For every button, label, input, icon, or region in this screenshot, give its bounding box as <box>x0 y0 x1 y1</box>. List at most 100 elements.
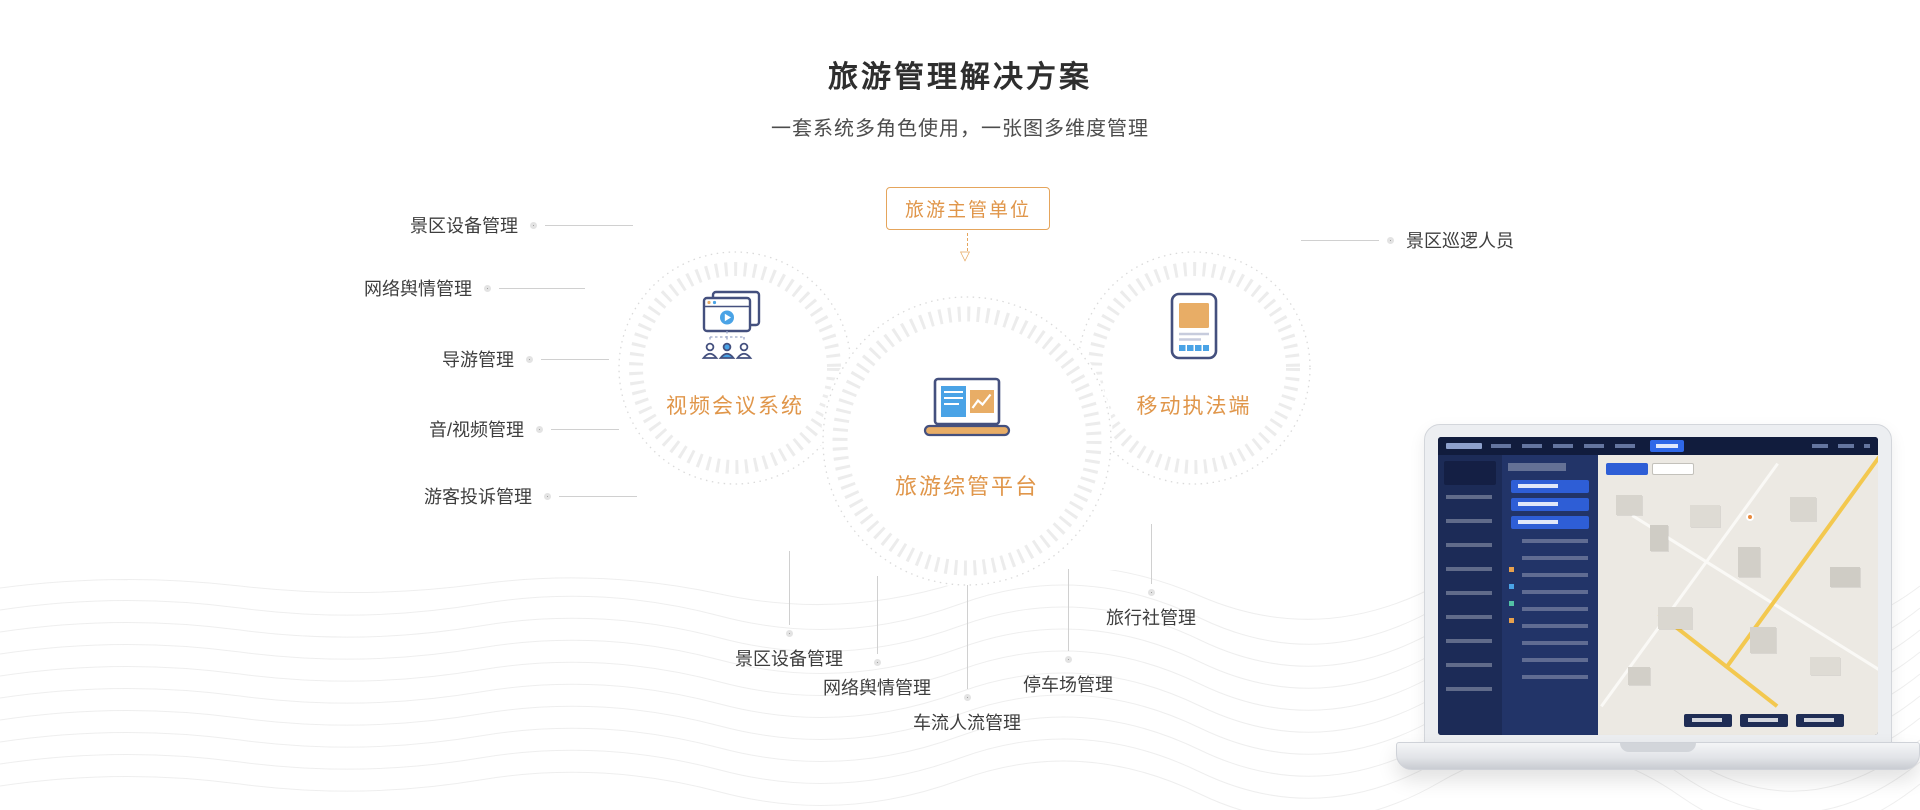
connector-label: 景区设备管理 <box>735 649 843 669</box>
connector-dot-icon <box>963 694 971 701</box>
connector-line <box>1301 239 1379 241</box>
panel-status-dot <box>1509 618 1514 623</box>
dashboard-screenshot <box>1438 437 1878 735</box>
connector-dot-icon <box>530 221 537 229</box>
laptop-mockup <box>1396 424 1920 776</box>
map-building <box>1830 567 1860 587</box>
map-building <box>1750 627 1776 653</box>
laptop-dashboard-icon <box>923 377 1011 437</box>
dashboard-topbar <box>1438 437 1878 455</box>
left-connector-5: 游客投诉管理 <box>424 483 637 509</box>
connector-label: 旅行社管理 <box>1106 608 1196 628</box>
connector-line <box>1067 569 1069 651</box>
connector-label: 景区设备管理 <box>410 216 518 236</box>
panel-chip <box>1511 498 1589 511</box>
video-conference-icon <box>701 290 761 359</box>
connector-dot-icon <box>544 492 551 500</box>
map-building <box>1658 607 1692 629</box>
connector-line <box>545 224 633 226</box>
connector-dot-icon <box>1387 236 1394 244</box>
laptop-screen <box>1424 424 1892 744</box>
connector-line <box>966 585 968 689</box>
right-connector-1: 景区巡逻人员 <box>1301 227 1514 253</box>
dashboard-sidebar <box>1438 455 1502 735</box>
mobile-phone-icon <box>1170 292 1218 360</box>
page-subtitle: 一套系统多角色使用，一张图多维度管理 <box>771 118 1149 140</box>
dotted-ring <box>1077 251 1311 485</box>
connector-line <box>541 358 609 360</box>
dotted-ring <box>821 295 1113 587</box>
map-building <box>1738 547 1760 577</box>
laptop-base <box>1396 742 1920 770</box>
panel-chip <box>1511 516 1589 529</box>
down-arrow-icon: ▽ <box>960 248 970 263</box>
map-control-chip <box>1606 463 1648 475</box>
map-marker-icon <box>1746 513 1754 521</box>
connector-line <box>876 576 878 654</box>
connector-label: 景区巡逻人员 <box>1406 231 1514 251</box>
connector-line <box>499 287 585 289</box>
map-legend-chip <box>1740 714 1788 727</box>
left-connector-4: 音/视频管理 <box>429 416 620 442</box>
left-connector-2: 网络舆情管理 <box>364 275 585 301</box>
page-title: 旅游管理解决方案 <box>828 61 1092 94</box>
connector-dot-icon <box>785 630 793 637</box>
connector-label: 导游管理 <box>442 350 514 370</box>
connector-dot-icon <box>484 284 491 292</box>
laptop-base-notch <box>1620 743 1696 752</box>
bottom-connector-3: 车流人流管理 <box>913 585 1021 735</box>
map-building <box>1810 657 1840 675</box>
connector-line <box>1150 524 1152 584</box>
connector-line <box>788 551 790 625</box>
nav-menu-bars <box>1812 444 1870 448</box>
connector-dot-icon <box>536 425 544 433</box>
map-legend-chip <box>1684 714 1732 727</box>
map-control-chip <box>1652 463 1694 475</box>
connector-dot-icon <box>1064 656 1072 663</box>
bottom-connector-1: 景区设备管理 <box>735 551 843 671</box>
map-building <box>1690 505 1720 527</box>
map-building <box>1616 495 1642 515</box>
dashed-connector-line <box>967 233 968 251</box>
connector-label: 音/视频管理 <box>429 420 525 440</box>
connector-label: 游客投诉管理 <box>424 487 532 507</box>
panel-status-dot <box>1509 584 1514 589</box>
platform-label: 旅游综管平台 <box>894 474 1039 499</box>
sidebar-header-block <box>1444 461 1496 485</box>
connector-label: 网络舆情管理 <box>364 279 472 299</box>
dashboard-panel <box>1502 455 1598 735</box>
map-building <box>1790 497 1816 521</box>
nav-menu-bars <box>1491 444 1641 448</box>
connector-dot-icon <box>526 355 533 363</box>
connector-line <box>551 428 620 430</box>
mobile-enforcement-label: 移动执法端 <box>1136 395 1252 418</box>
left-connector-1: 景区设备管理 <box>410 212 633 238</box>
connector-label: 停车场管理 <box>1023 675 1113 695</box>
dashboard-body <box>1438 455 1878 735</box>
map-building <box>1650 525 1668 551</box>
map-building <box>1628 667 1650 685</box>
panel-status-dot <box>1509 601 1514 606</box>
connector-line <box>559 495 637 497</box>
panel-header-bar <box>1508 463 1566 471</box>
left-connector-3: 导游管理 <box>442 346 609 372</box>
dashboard-map <box>1598 455 1878 735</box>
connector-label: 车流人流管理 <box>913 713 1021 733</box>
panel-status-dot <box>1509 567 1514 572</box>
bottom-connector-2: 网络舆情管理 <box>823 576 931 700</box>
tourism-authority-label: 旅游主管单位 <box>904 200 1031 221</box>
panel-chip <box>1511 480 1589 493</box>
platform-node: 旅游综管平台 <box>819 293 1115 589</box>
connector-dot-icon <box>873 659 881 666</box>
connector-label: 网络舆情管理 <box>823 678 931 698</box>
mobile-enforcement-node: 移动执法端 <box>1066 240 1322 496</box>
nav-active-tab <box>1650 440 1684 452</box>
tourism-authority-box: 旅游主管单位 <box>886 187 1050 230</box>
connector-dot-icon <box>1147 589 1155 596</box>
sidebar-menu-bars <box>1446 495 1492 707</box>
panel-list-bars <box>1522 539 1588 689</box>
bottom-connector-4: 停车场管理 <box>1023 569 1113 697</box>
map-legend-chip <box>1796 714 1844 727</box>
video-conference-label: 视频会议系统 <box>666 395 804 418</box>
nav-brand-bar <box>1446 443 1482 449</box>
